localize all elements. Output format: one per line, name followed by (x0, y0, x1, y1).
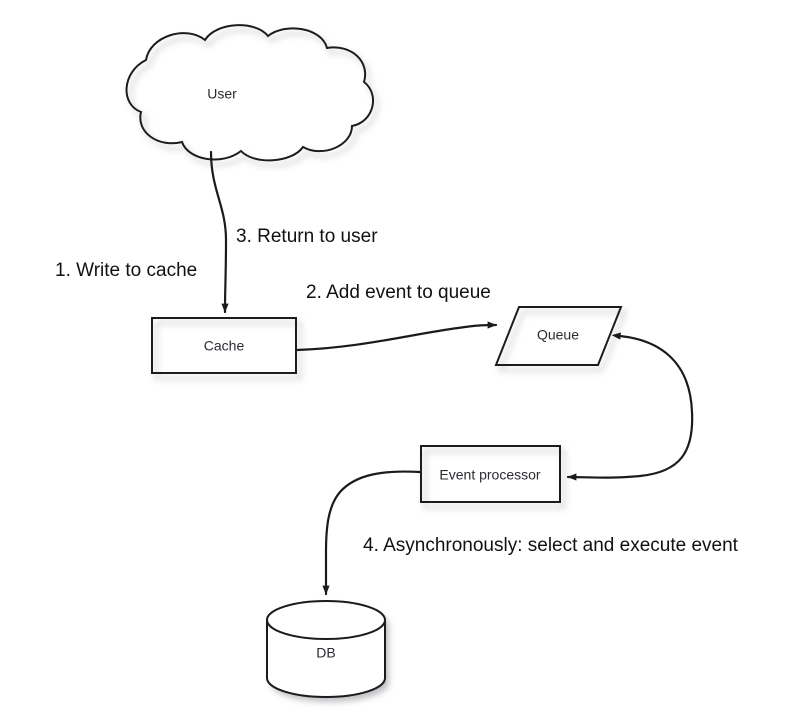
step-label-4: 4. Asynchronously: select and execute ev… (363, 535, 739, 556)
node-cache[interactable]: Cache (151, 317, 297, 374)
edge-event-processor-to-db (322, 470, 422, 596)
db-top-shape (267, 601, 385, 639)
node-queue[interactable]: Queue (494, 306, 623, 366)
node-cache-label: Cache (204, 338, 245, 354)
node-queue-label: Queue (537, 327, 579, 343)
edge-user-to-cache (209, 150, 229, 314)
cache-shape (151, 317, 297, 374)
node-user-label: User (207, 86, 237, 102)
step-label-2: 2. Add event to queue (306, 282, 491, 303)
node-user[interactable]: User (125, 24, 374, 162)
cloud-shape (125, 24, 374, 162)
edge-cache-to-queue (295, 321, 498, 352)
db-body-shape (267, 620, 385, 697)
node-event-processor[interactable]: Event processor (420, 445, 561, 503)
step-label-3: 3. Return to user (236, 226, 378, 247)
node-db-label: DB (316, 645, 335, 661)
event-processor-shape (420, 445, 561, 503)
db-outline (266, 620, 386, 698)
db-top-rim (266, 600, 386, 640)
node-event-processor-label: Event processor (439, 467, 540, 483)
node-db[interactable]: DB (266, 600, 386, 698)
step-label-1: 1. Write to cache (55, 260, 197, 281)
edge-queue-to-event-processor (566, 332, 694, 481)
